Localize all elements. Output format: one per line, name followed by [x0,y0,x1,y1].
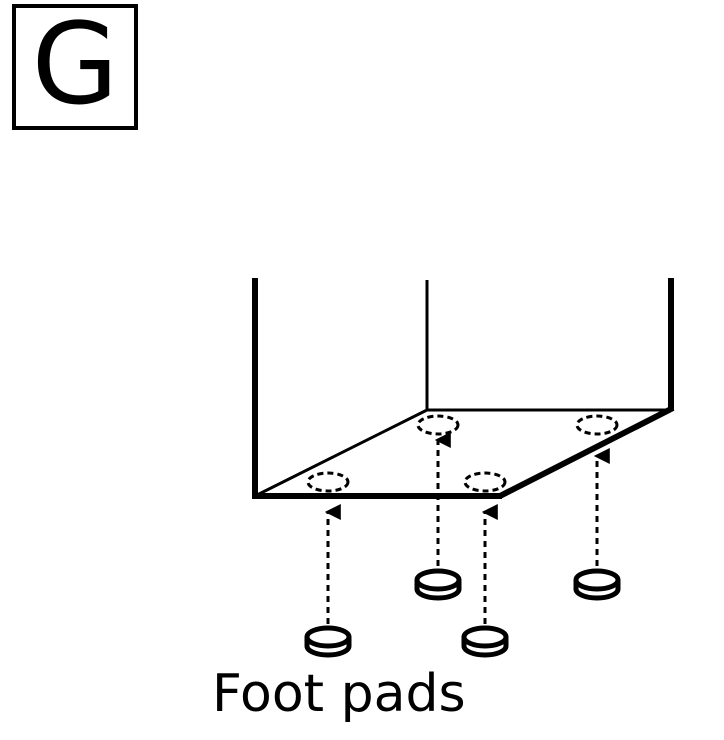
pad-position-back-left [418,416,458,434]
foot-pad-icon [307,628,349,655]
foot-pad-icon [464,628,506,655]
foot-pads [307,571,618,655]
foot-pad-icon [417,571,459,598]
pad-positions [308,416,617,491]
pad-position-back-right [577,416,617,434]
foot-pad-icon [576,571,618,598]
bottom-left-edge [255,410,427,496]
cabinet-outline [252,278,673,496]
bottom-right-edge [500,408,673,496]
caption-foot-pads: Foot pads [212,668,466,720]
pad-position-front-right [465,473,505,491]
pad-position-front-left [308,473,348,491]
